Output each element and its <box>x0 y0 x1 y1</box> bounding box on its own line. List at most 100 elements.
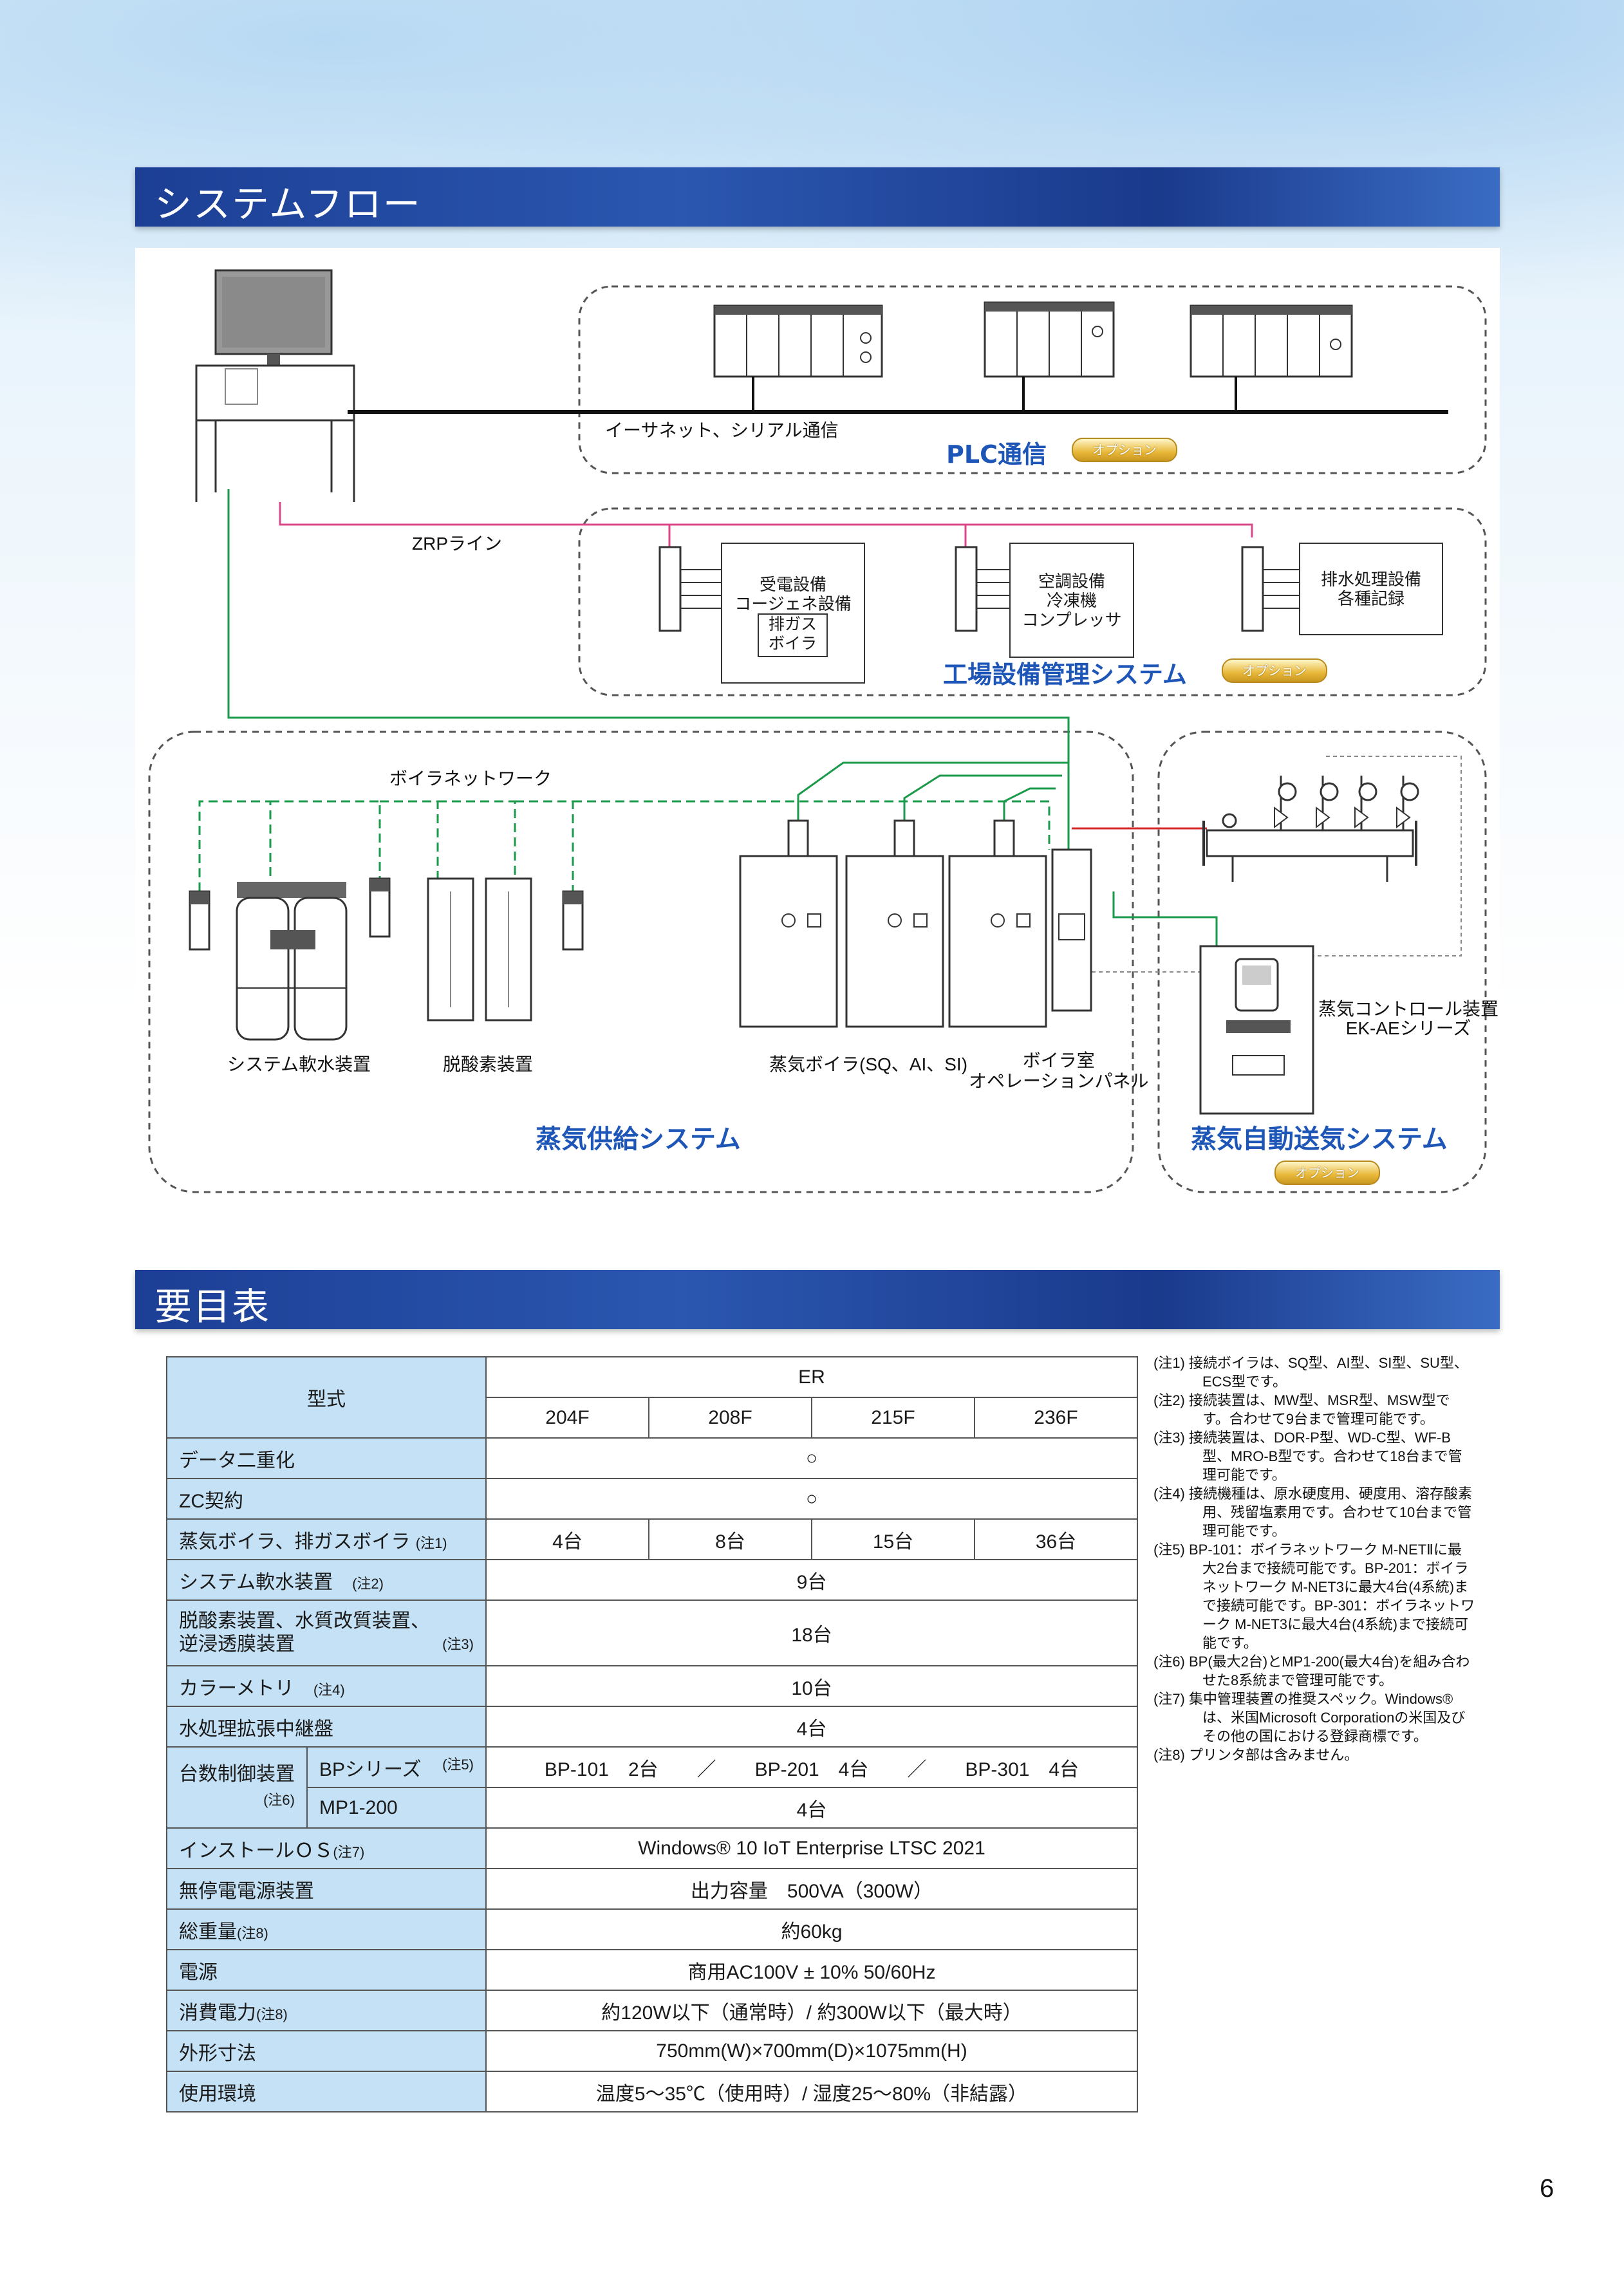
table-row: 使用環境 温度5～35℃（使用時）/ 湿度25～80%（非結露） <box>166 2071 1138 2112</box>
footnote-item: (注1) 接続ボイラは、SQ型、AI型、SI型、SU型、ECS型です。 <box>1153 1355 1468 1390</box>
box-power-text: 受電設備 コージェネ設備 <box>734 575 852 613</box>
model-cell: 215F <box>811 1397 975 1439</box>
table-row: 総重量(注8) 約60kg <box>166 1908 1138 1950</box>
row-label: データ二重化 <box>166 1437 487 1479</box>
row-label: 使用環境 <box>166 2071 487 2112</box>
table-row: MP1-200 4台 <box>167 1787 1138 1829</box>
option-badge-steam: オプション <box>1274 1161 1380 1185</box>
row-label: 電源 <box>166 1949 487 1991</box>
box-drain: 排水処理設備 各種記録 <box>1299 543 1443 635</box>
zrp-terminal-icon-3 <box>1241 546 1299 632</box>
boiler-label: 蒸気ボイラ(SQ、AI、SI) <box>769 1054 968 1074</box>
table-row: 蒸気ボイラ、排ガスボイラ (注1) 4台 8台 15台 36台 <box>166 1518 1138 1560</box>
table-row: 無停電電源装置 出力容量 500VA（300W） <box>166 1868 1138 1910</box>
plc-rack-icon-1 <box>713 304 883 412</box>
row-value: 商用AC100V ± 10% 50/60Hz <box>485 1949 1138 1991</box>
row-label-text: システム軟水装置 <box>179 1571 333 1593</box>
row-label-line2: 逆浸透膜装置(注3) <box>179 1633 474 1656</box>
table-row: 電源 商用AC100V ± 10% 50/60Hz <box>166 1949 1138 1991</box>
table-row: ZC契約 ○ <box>166 1478 1138 1520</box>
row-value: BP-101 2台 ／ BP-201 4台 ／ BP-301 4台 <box>485 1746 1138 1788</box>
zrp-terminal-icon-1 <box>658 546 721 632</box>
row-note: (注5) <box>442 1756 474 1773</box>
box-aircon: 空調設備 冷凍機 コンプレッサ <box>1009 543 1134 658</box>
row-label: 総重量(注8) <box>166 1908 487 1950</box>
deoxygenator-icon <box>427 877 532 1021</box>
option-badge-plc: オプション <box>1072 438 1177 462</box>
table-row: 水処理拡張中継盤 4台 <box>166 1706 1138 1748</box>
row-label: 無停電電源装置 <box>166 1868 487 1910</box>
softener-icon <box>236 882 348 1041</box>
row-value: ○ <box>485 1437 1138 1479</box>
row-note: (注4) <box>313 1681 345 1698</box>
row-label-text: 台数制御装置 <box>179 1764 295 1785</box>
row-label: 水処理拡張中継盤 <box>166 1706 487 1748</box>
row-label: 消費電力(注8) <box>166 1990 487 2031</box>
table-row: 消費電力(注8) 約120W以下（通常時）/ 約300W以下（最大時） <box>166 1990 1138 2031</box>
factory-title: 工場設備管理システム <box>943 660 1187 689</box>
row-note: (注8) <box>256 2006 288 2022</box>
row-sublabel: BPシリーズ (注5) <box>306 1746 487 1788</box>
series-name: ER <box>485 1356 1138 1398</box>
steam-supply-group-box <box>148 731 1134 1193</box>
steam-control-unit-icon <box>1199 945 1314 1115</box>
row-value: 9台 <box>485 1559 1138 1601</box>
deoxygenator-label: 脱酸素装置 <box>443 1054 534 1074</box>
footnote-item: (注8) プリンタ部は含みません。 <box>1153 1747 1359 1763</box>
section-title-band-spec: 要目表 <box>135 1270 1500 1329</box>
zrp-terminal-icon-2 <box>955 546 1009 632</box>
table-row: 脱酸素装置、水質改質装置、 逆浸透膜装置(注3) 18台 <box>166 1600 1138 1666</box>
row-label-text: 蒸気ボイラ、排ガスボイラ <box>179 1531 411 1553</box>
table-row: システム軟水装置 (注2) 9台 <box>166 1559 1138 1601</box>
row-label: 蒸気ボイラ、排ガスボイラ (注1) <box>166 1518 487 1560</box>
row-label: 台数制御装置 (注6) <box>166 1746 308 1829</box>
footnote-item: (注3) 接続装置は、DOR-P型、WD-C型、WF-B型、MRO-B型です。合… <box>1153 1430 1462 1483</box>
row-note: (注2) <box>352 1575 384 1592</box>
row-value: 4台 <box>485 1518 649 1560</box>
operation-panel-label: ボイラ室 オペレーションパネル <box>969 1050 1149 1091</box>
row-value: 18台 <box>485 1600 1138 1666</box>
row-label: ZC契約 <box>166 1478 487 1520</box>
spec-table: 型式 ER 204F 208F 215F 236F データ二重化 ○ ZC契約 … <box>166 1356 1138 2112</box>
footnote-item: (注4) 接続機種は、原水硬度用、硬度用、溶存酸素用、残留塩素用です。合わせて1… <box>1153 1486 1473 1539</box>
model-cell: 208F <box>648 1397 812 1439</box>
row-value: Windows® 10 IoT Enterprise LTSC 2021 <box>485 1827 1138 1869</box>
row-label-text: 脱酸素装置、水質改質装置、 <box>179 1610 430 1632</box>
table-row: カラーメトリ (注4) 10台 <box>166 1665 1138 1707</box>
row-value: 15台 <box>811 1518 975 1560</box>
row-label-text: BPシリーズ <box>319 1758 422 1780</box>
row-value: 4台 <box>485 1787 1138 1829</box>
row-value: ○ <box>485 1478 1138 1520</box>
spec-section-title: 要目表 <box>154 1285 271 1329</box>
model-label: 型式 <box>166 1356 487 1439</box>
footnotes: (注1) 接続ボイラは、SQ型、AI型、SI型、SU型、ECS型です。 (注2)… <box>1153 1354 1475 1764</box>
section-title-band: システムフロー <box>135 167 1500 227</box>
model-cell: 204F <box>485 1397 649 1439</box>
softener-label: システム軟水装置 <box>227 1054 371 1074</box>
table-row: インストールＯＳ(注7) Windows® 10 IoT Enterprise … <box>166 1827 1138 1869</box>
row-note: (注1) <box>415 1534 447 1551</box>
steam-boiler-icon-3 <box>948 819 1047 1028</box>
footnote-item: (注6) BP(最大2台)とMP1-200(最大4台)を組み合わせた8系統まで管… <box>1153 1654 1470 1688</box>
zrp-line <box>279 502 1253 537</box>
green-control-line <box>227 489 1070 850</box>
factory-group-box <box>578 507 1487 696</box>
footnote-item: (注5) BP-101：ボイラネットワーク M-NETⅡに最大2台まで接続可能で… <box>1153 1542 1475 1651</box>
row-note: (注7) <box>333 1843 365 1860</box>
row-label: カラーメトリ (注4) <box>166 1665 487 1707</box>
row-label-text: 逆浸透膜装置 <box>179 1634 295 1655</box>
network-controller-icon-3 <box>562 890 584 951</box>
row-value: 36台 <box>974 1518 1138 1560</box>
steam-control-label: 蒸気コントロール装置 EK-AEシリーズ <box>1318 999 1499 1038</box>
boiler-network-label: ボイラネットワーク <box>389 769 552 788</box>
row-note: (注6) <box>263 1792 295 1808</box>
row-label-text: カラーメトリ <box>179 1677 294 1699</box>
row-label-text: 消費電力 <box>179 2002 256 2024</box>
box-power-facility: 受電設備 コージェネ設備 排ガス ボイラ <box>721 543 865 684</box>
row-label: インストールＯＳ(注7) <box>166 1827 487 1869</box>
row-value: 温度5～35℃（使用時）/ 湿度25～80%（非結露） <box>485 2071 1138 2112</box>
footnote-item: (注7) 集中管理装置の推奨スペック。Windows® は、米国Microsof… <box>1153 1691 1466 1744</box>
plc-rack-icon-2 <box>984 301 1115 412</box>
row-value: 8台 <box>648 1518 812 1560</box>
plc-rack-icon-3 <box>1190 304 1353 412</box>
